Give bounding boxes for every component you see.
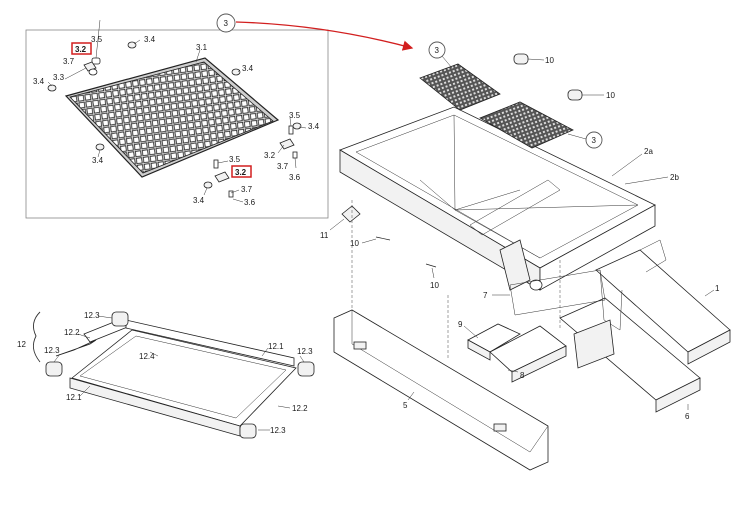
label-3-4: 3.4 xyxy=(33,77,45,86)
foot-11 xyxy=(341,205,361,223)
label-3-7: 3.7 xyxy=(63,57,75,66)
label-12-2: 12.2 xyxy=(292,404,308,413)
label-12-3: 12.3 xyxy=(270,426,286,435)
highlight-box xyxy=(231,165,252,178)
label-12-1: 12.1 xyxy=(66,393,82,402)
label-3-6: 3.6 xyxy=(289,173,301,182)
detail-callout: 3 xyxy=(216,13,414,51)
inset-frame xyxy=(25,29,329,219)
hopper-grid-left xyxy=(419,63,501,111)
label-12-3: 12.3 xyxy=(44,346,60,355)
end-cap-12-3 xyxy=(297,361,315,377)
label-8: 8 xyxy=(520,371,525,380)
label-2b: 2b xyxy=(670,173,679,182)
grid-panel-3-1 xyxy=(64,57,280,178)
end-cap-12-3 xyxy=(111,311,129,327)
label-10: 10 xyxy=(350,239,359,248)
inset-hardware xyxy=(47,41,302,198)
label-6: 6 xyxy=(685,412,690,421)
label-3-7: 3.7 xyxy=(241,185,253,194)
detail-inset: 3.5 3.2 3.7 3.3 3.4 3.4 3.1 3.4 3.5 3.4 … xyxy=(25,19,329,219)
label-3-1: 3.1 xyxy=(196,43,208,52)
label-2a: 2a xyxy=(644,147,653,156)
label-3-4: 3.4 xyxy=(242,64,254,73)
rail-5: 5 xyxy=(333,309,549,471)
label-3-5: 3.5 xyxy=(289,111,301,120)
label-12-3: 12.3 xyxy=(297,347,313,356)
label-3-7: 3.7 xyxy=(277,162,289,171)
label-12-1: 12.1 xyxy=(268,342,284,351)
hopper-body xyxy=(339,106,656,291)
label-3-6: 3.6 xyxy=(244,198,256,207)
callout-3: 3 xyxy=(592,136,597,145)
label-12: 12 xyxy=(17,340,26,349)
label-3-4: 3.4 xyxy=(144,35,156,44)
end-cap-12-3 xyxy=(45,361,63,377)
label-3-4: 3.4 xyxy=(92,156,104,165)
inset-leaders xyxy=(47,19,307,203)
label-5: 5 xyxy=(403,401,408,410)
label-10: 10 xyxy=(430,281,439,290)
label-1: 1 xyxy=(715,284,720,293)
label-9: 9 xyxy=(458,320,463,329)
label-3-5: 3.5 xyxy=(91,35,103,44)
label-7: 7 xyxy=(483,291,488,300)
label-3-2: 3.2 xyxy=(75,45,87,54)
hopper-assembly: 3 3 10 10 2a 2b 11 10 10 xyxy=(320,41,679,360)
callout-3: 3 xyxy=(435,46,440,55)
callout-3: 3 xyxy=(224,19,229,28)
bracket-12 xyxy=(32,311,41,363)
label-10: 10 xyxy=(606,91,615,100)
cover-assembly: 12 12.3 12.2 12.3 12.4 12.1 12.3 12.1 12… xyxy=(17,311,315,439)
label-3-4: 3.4 xyxy=(308,122,320,131)
clamp-10 xyxy=(567,89,583,101)
clamp-10 xyxy=(513,53,529,65)
label-12-4: 12.4 xyxy=(139,352,155,361)
label-3-2: 3.2 xyxy=(264,151,276,160)
end-cap-12-3 xyxy=(239,423,257,439)
highlight-box xyxy=(71,42,92,55)
label-3-2: 3.2 xyxy=(235,168,247,177)
hopper-grid-right xyxy=(479,101,574,149)
label-3-3: 3.3 xyxy=(53,73,65,82)
label-12-2: 12.2 xyxy=(64,328,80,337)
label-11: 11 xyxy=(320,231,329,240)
frame-assembly: 1 6 7 xyxy=(483,239,731,421)
label-3-4: 3.4 xyxy=(193,196,205,205)
label-12-3: 12.3 xyxy=(84,311,100,320)
chute-parts: 9 8 xyxy=(458,320,567,383)
label-10: 10 xyxy=(545,56,554,65)
red-reference-arrow xyxy=(235,21,414,51)
label-3-5: 3.5 xyxy=(229,155,241,164)
